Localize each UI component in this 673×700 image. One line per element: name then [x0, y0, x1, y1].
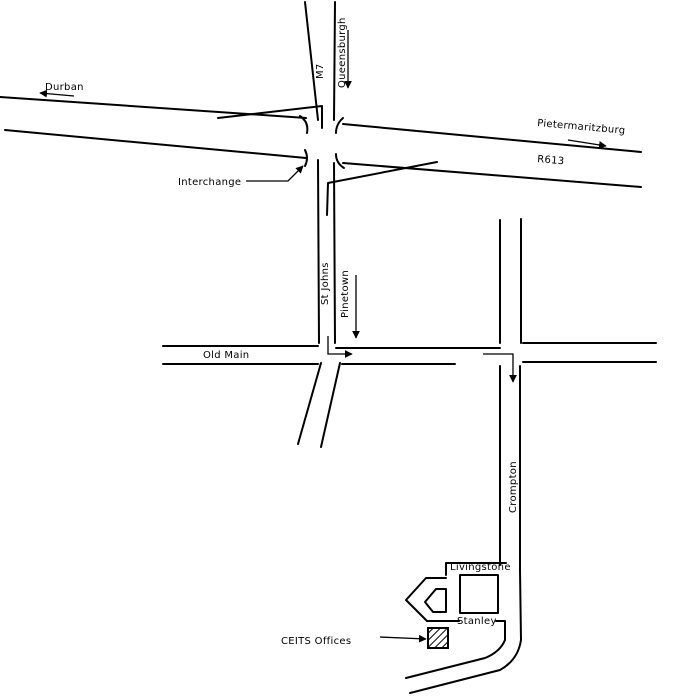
ceits-offices-label: CEITS Offices — [281, 636, 351, 647]
livingstone-street — [445, 562, 507, 576]
old-main-arrow — [327, 336, 353, 358]
west-loop-inner — [424, 588, 447, 613]
r613-label: R613 — [537, 154, 565, 167]
road-m7-st-johns — [297, 1, 341, 448]
st-johns-label: St Johns — [320, 262, 331, 305]
road-crompton — [405, 218, 522, 694]
interchange-arrow — [246, 165, 304, 182]
west-loop-outer — [405, 577, 451, 622]
crompton-arrow — [483, 353, 517, 383]
m7-west-edge-south — [297, 362, 322, 445]
durban-label: Durban — [45, 82, 84, 93]
durban-arrow — [39, 89, 75, 98]
highway-r613 — [0, 96, 642, 188]
livingstone-label: Livingstone — [450, 562, 511, 573]
m7-west-edge-mid — [317, 159, 320, 344]
queensburgh-label: Queensburgh — [337, 17, 348, 88]
crompton-west-curve — [405, 625, 506, 679]
curb-ne — [335, 117, 344, 134]
ceits-arrow — [379, 634, 427, 643]
road-old-main — [162, 336, 657, 365]
interchange-label: Interchange — [178, 177, 241, 188]
old-main-label: Old Main — [203, 350, 249, 361]
m7-label: M7 — [315, 63, 326, 79]
stanley-street-east — [495, 620, 506, 627]
ceits-offices-building — [427, 627, 449, 649]
ramp-se — [326, 161, 438, 216]
m7-east-edge-mid — [333, 162, 336, 344]
direction-arrows — [39, 30, 607, 643]
crompton-east-curve — [409, 569, 522, 694]
curb-nw — [299, 115, 309, 134]
highway-north-edge-east — [342, 123, 642, 153]
ramp-nw — [217, 105, 323, 129]
livingstone-block — [459, 574, 499, 614]
crompton-label: Crompton — [508, 461, 519, 513]
highway-south-edge-east — [342, 162, 642, 188]
interchange-ramps — [217, 105, 438, 216]
pietermaritzburg-label: Pietermaritzburg — [537, 118, 626, 137]
highway-south-edge-west — [4, 129, 307, 159]
pinetown-label: Pinetown — [340, 270, 351, 318]
curb-sw — [304, 149, 308, 167]
m7-west-edge-north — [304, 1, 319, 121]
stanley-label: Stanley — [457, 616, 497, 627]
block-livingstone-stanley — [405, 562, 507, 627]
m7-east-edge-north — [333, 1, 336, 121]
m7-east-edge-south — [320, 362, 341, 448]
pietermaritzburg-arrow — [567, 139, 607, 149]
curb-se — [335, 153, 345, 169]
highway-north-edge-west — [0, 96, 307, 119]
